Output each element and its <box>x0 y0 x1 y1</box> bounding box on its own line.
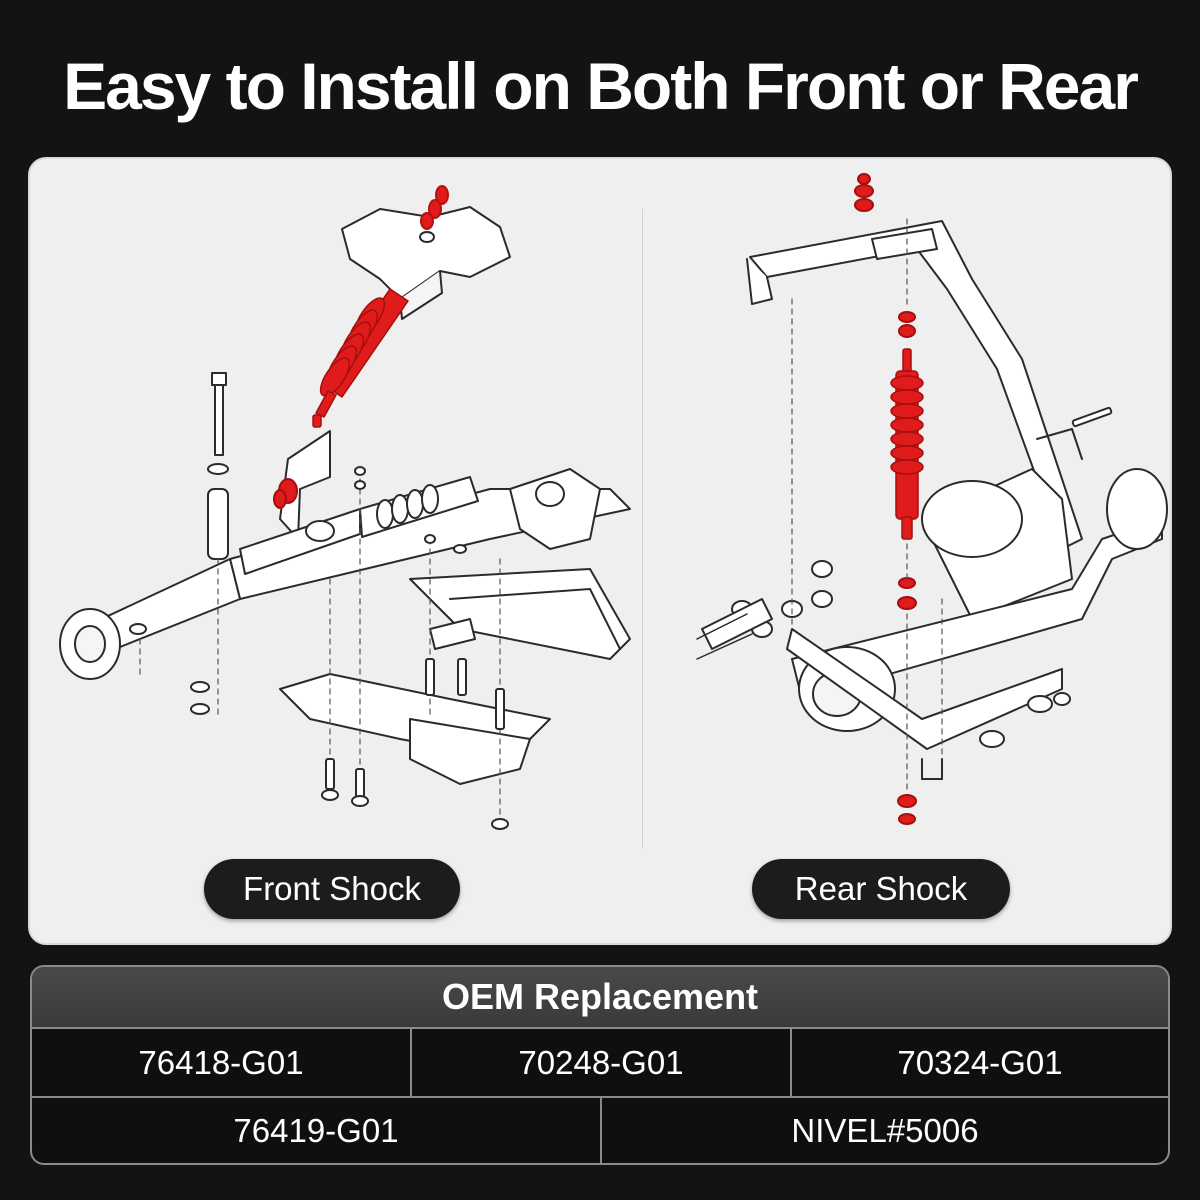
oem-replacement-table: OEM Replacement 76418-G01 70248-G01 7032… <box>30 965 1170 1165</box>
rear-suspension-diagram <box>642 159 1170 859</box>
front-shock-label: Front Shock <box>204 859 460 919</box>
oem-part-number: 70248-G01 <box>410 1029 790 1096</box>
oem-table-row: 76419-G01 NIVEL#5006 <box>32 1096 1168 1163</box>
oem-part-number: NIVEL#5006 <box>600 1098 1168 1163</box>
oem-part-number: 76419-G01 <box>233 1111 399 1149</box>
oem-part-number: 76418-G01 <box>138 1043 304 1081</box>
headline: Easy to Install on Both Front or Rear <box>63 49 1139 123</box>
rear-shock-label: Rear Shock <box>752 859 1010 919</box>
oem-table-row: 76418-G01 70248-G01 70324-G01 <box>32 1029 1168 1096</box>
front-suspension-diagram <box>30 159 642 859</box>
oem-part-number: 70324-G01 <box>790 1029 1168 1096</box>
panel-divider <box>642 209 643 849</box>
oem-table-title: OEM Replacement <box>32 967 1168 1029</box>
diagram-panel: Front Shock Rear Shock <box>28 157 1172 945</box>
